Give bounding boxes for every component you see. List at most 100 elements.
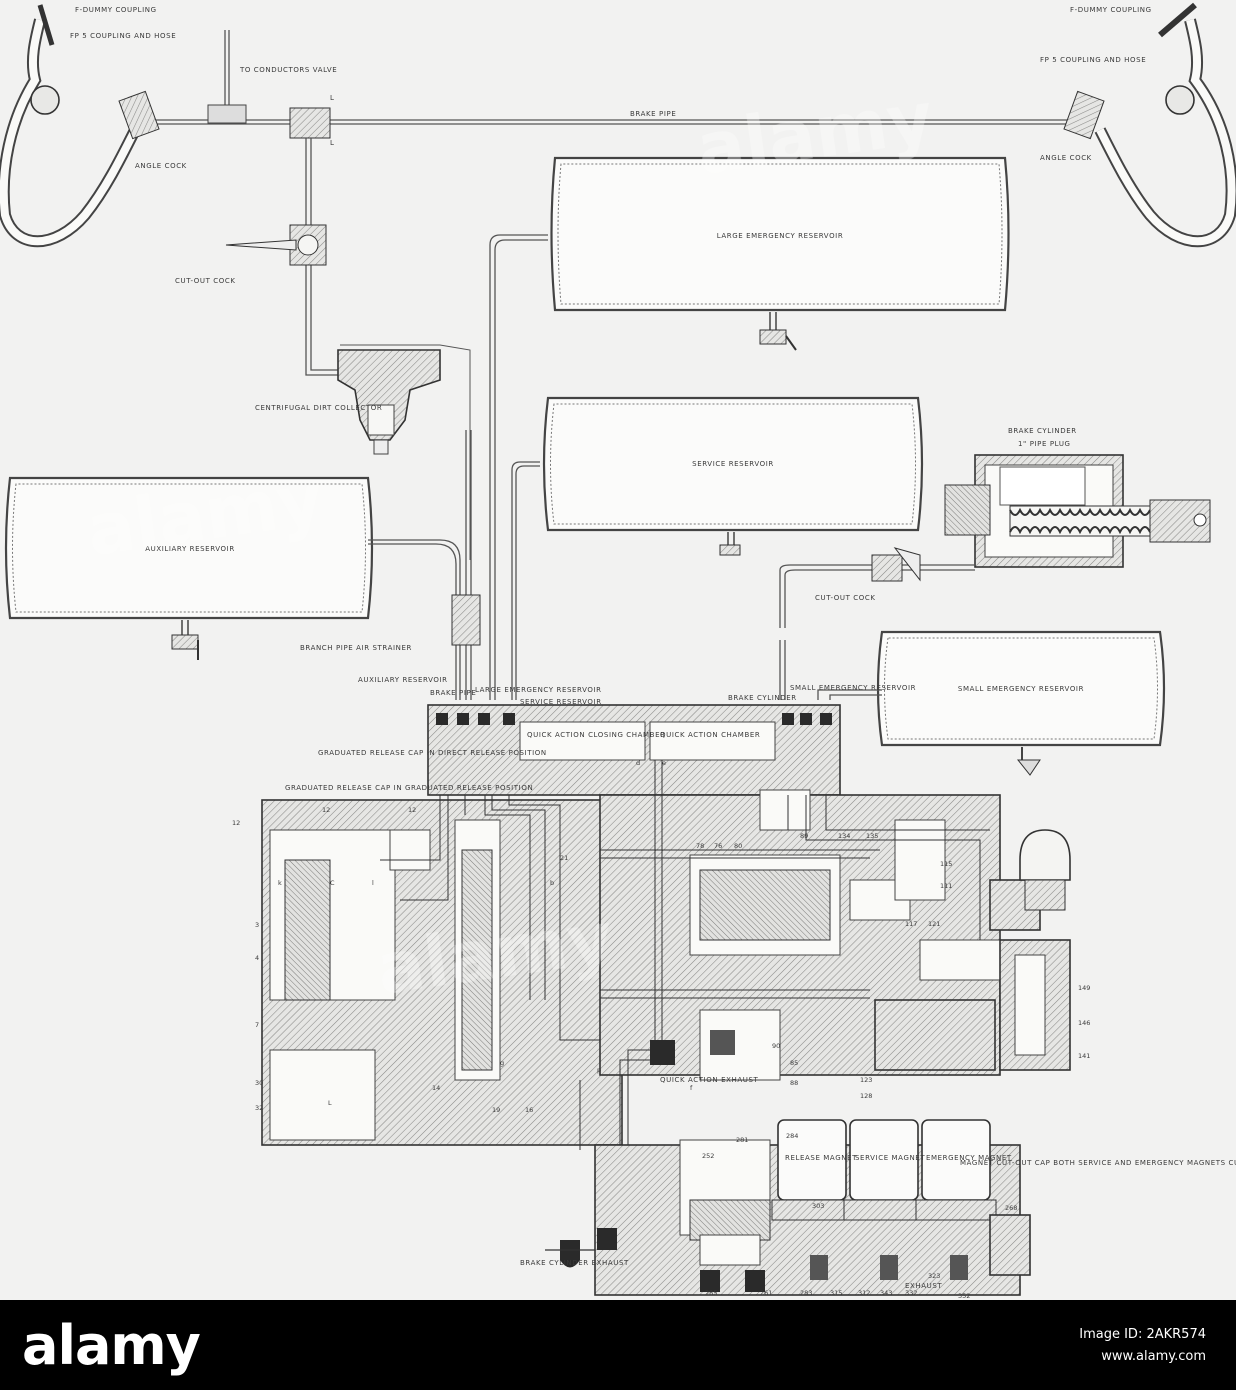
part-number: 85 [790,1059,798,1067]
reservoir-pipes [368,234,548,700]
large-emergency-reservoir [550,156,1010,351]
label-l2: L [330,139,335,147]
part-number: 7 [255,1021,259,1029]
control-valve-body [261,704,1071,1250]
label-port-large: LARGE EMERGENCY RESERVOIR [475,686,602,694]
part-number: 352 [958,1292,970,1300]
stock-banner: alamy Image ID: 2AKR574 www.alamy.com [0,1300,1236,1390]
part-number: 30 [255,1079,263,1087]
part-number: 90 [772,1042,780,1050]
label-strainer: BRANCH PIPE AIR STRAINER [300,644,412,652]
label-port-brake-pipe: BRAKE PIPE [430,689,476,697]
label-brake-cylinder: BRAKE CYLINDER [1008,427,1077,435]
small-emergency-reservoir [876,630,1166,776]
part-number: 284 [786,1132,798,1140]
label-dummy-right: F-DUMMY COUPLING [1070,6,1152,14]
part-number: 78 [696,842,704,850]
label-grad-graduated: GRADUATED RELEASE CAP IN GRADUATED RELEA… [285,784,533,792]
part-number: 281 [736,1136,748,1144]
label-port-service: SERVICE RESERVOIR [520,698,602,706]
label-angle-left: ANGLE COCK [135,162,187,170]
label-pipe-plug: 1" PIPE PLUG [1018,440,1071,448]
banner-info: Image ID: 2AKR574 www.alamy.com [1079,1324,1206,1368]
qa-chamber [649,721,776,761]
label-brake-pipe: BRAKE PIPE [630,110,676,118]
part-number: 134 [838,832,850,840]
tee-fitting [207,104,247,124]
part-number: 268 [1005,1204,1017,1212]
image-id: Image ID: 2AKR574 [1079,1327,1206,1342]
label-dirt-collector: CENTRIFUGAL DIRT COLLECTOR [255,404,382,412]
passage-letter: L [328,1099,332,1107]
part-number: 332 [905,1289,917,1297]
brake-cylinder [944,454,1211,568]
label-exhaust: EXHAUST [905,1282,942,1290]
label-aux-reservoir: AUXILIARY RESERVOIR [145,545,235,553]
part-number: 12 [232,819,240,827]
service-reservoir [542,396,924,556]
site-url[interactable]: www.alamy.com [1101,1349,1206,1364]
branch-pipe-strainer [451,594,481,646]
label-small-reservoir: SMALL EMERGENCY RESERVOIR [958,685,1084,693]
label-qa-closing: QUICK ACTION CLOSING CHAMBER [527,731,666,739]
label-magnet-cutout: MAGNET CUT-OUT CAP BOTH SERVICE AND EMER… [960,1159,1236,1167]
part-number: 12 [408,806,416,814]
label-service-magnet: SERVICE MAGNET [855,1154,925,1162]
coupling-head-left [30,85,60,115]
label-large-reservoir: LARGE EMERGENCY RESERVOIR [717,232,844,240]
cutout-cock-handle [225,239,297,251]
label-angle-right: ANGLE COCK [1040,154,1092,162]
bc-exhaust-blob [560,1240,580,1268]
part-number: 252 [702,1152,714,1160]
label-qa-exhaust: QUICK ACTION EXHAUST [660,1076,759,1084]
label-service-reservoir: SERVICE RESERVOIR [692,460,774,468]
magnet-valve-section [545,1119,1031,1296]
pressure-cap [1019,829,1071,881]
pneumatic-brake-diagram: F-DUMMY COUPLING FP 5 COUPLING AND HOSE … [0,2,1236,1300]
label-emergency-magnet: EMERGENCY MAGNET [926,1154,1012,1162]
passage-letter: d [636,759,640,767]
passage-letter: k [278,879,282,887]
part-number: 128 [860,1092,872,1100]
passage-letter: e [662,759,666,767]
label-port-aux: AUXILIARY RESERVOIR [358,676,448,684]
passage-letter: p [597,1066,601,1074]
label-port-brake-cyl: BRAKE CYLINDER [728,694,797,702]
part-number: 4 [255,954,259,962]
part-number: 111 [940,882,952,890]
part-number: 14 [432,1084,440,1092]
label-to-conductors: TO CONDUCTORS VALVE [239,66,337,74]
passage-letter: l [372,879,374,887]
part-number: 285 [705,1289,717,1297]
cutout-cock-branch [225,138,471,560]
brake-pipe-assembly [150,30,1070,139]
part-number: 115 [940,860,952,868]
part-number: 315 [830,1289,842,1297]
part-number: 21 [560,854,568,862]
label-port-small: SMALL EMERGENCY RESERVOIR [790,684,916,692]
part-number: 88 [790,1079,798,1087]
part-number: 117 [905,920,917,928]
part-number: 323 [928,1272,940,1280]
label-hose-right: FP 5 COUPLING AND HOSE [1040,56,1146,64]
label-bc-exhaust: BRAKE CYLINDER EXHAUST [520,1259,629,1267]
part-number: 149 [1078,984,1090,992]
part-number: 19 [492,1106,500,1114]
alamy-logo: alamy [22,1314,201,1377]
label-release-magnet: RELEASE MAGNET [785,1154,857,1162]
part-number: 12 [322,806,330,814]
diagram-labels: F-DUMMY COUPLING FP 5 COUPLING AND HOSE … [70,6,1236,1300]
passage-letter: f [690,1084,693,1092]
part-number: 121 [928,920,940,928]
coupling-head-right [1165,85,1195,115]
right-coupling-hose [1063,2,1236,248]
passage-letter: b [550,879,554,887]
part-number: 16 [525,1106,533,1114]
part-number: 76 [714,842,722,850]
part-number: 123 [860,1076,872,1084]
left-coupling-hose [0,4,160,248]
qa-closing-chamber [519,721,646,761]
part-number: 283 [800,1289,812,1297]
angle-cock-left [118,90,160,140]
label-cutout-cock-2: CUT-OUT COCK [815,594,876,602]
